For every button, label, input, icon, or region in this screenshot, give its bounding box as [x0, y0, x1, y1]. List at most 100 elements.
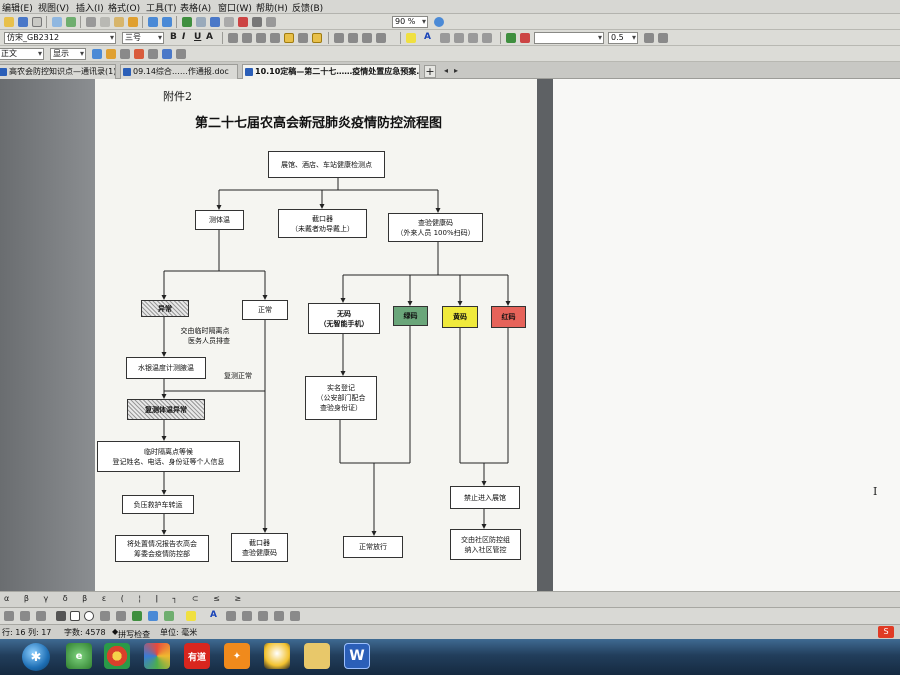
spell-check-status[interactable]: ◆ 拼写检查	[112, 627, 151, 639]
numbering-icon[interactable]	[312, 33, 322, 43]
youdao-icon[interactable]: 有道	[184, 643, 210, 669]
fill-color-icon[interactable]	[186, 611, 196, 621]
diagram-icon[interactable]	[132, 611, 142, 621]
superscript-icon[interactable]	[468, 33, 478, 43]
italic-button[interactable]: I	[182, 32, 186, 42]
ime-icon[interactable]: S	[878, 626, 894, 638]
style-f-icon[interactable]	[162, 49, 172, 59]
font-color-button[interactable]: A	[206, 32, 213, 42]
tab-scroll-right-icon[interactable]: ▸	[454, 66, 459, 75]
print-icon[interactable]	[32, 17, 42, 27]
border-color-icon[interactable]	[644, 33, 654, 43]
document-page-2[interactable]	[553, 79, 900, 591]
font-name-combo[interactable]: 仿宋_GB2312	[4, 32, 116, 44]
help-icon[interactable]	[434, 17, 444, 27]
select-objects-icon[interactable]	[20, 611, 30, 621]
align-left-icon[interactable]	[228, 33, 238, 43]
tab-doc-1[interactable]: 高农会防控知识点—通讯录(1).doc	[0, 64, 116, 79]
font-size-combo[interactable]: 三号	[122, 32, 164, 44]
tab-doc-2[interactable]: 09.14综合……作通报.doc	[120, 64, 238, 79]
table-icon[interactable]	[196, 17, 206, 27]
clipart-icon[interactable]	[148, 611, 158, 621]
distribute-icon[interactable]	[284, 33, 294, 43]
line-spacing-icon[interactable]	[298, 33, 308, 43]
word-icon[interactable]: W	[344, 643, 370, 669]
highlight-icon[interactable]	[406, 33, 416, 43]
autoshape-icon[interactable]	[36, 611, 46, 621]
line-style-combo[interactable]	[534, 32, 604, 44]
docmap-icon[interactable]	[252, 17, 262, 27]
menu-edit[interactable]: 编辑(E)	[2, 4, 33, 14]
menu-help[interactable]: 帮助(H)	[256, 4, 288, 14]
menu-tools[interactable]: 工具(T)	[146, 4, 177, 14]
indent-icon[interactable]	[362, 33, 372, 43]
style-g-icon[interactable]	[176, 49, 186, 59]
copy-icon[interactable]	[100, 17, 110, 27]
line-width-combo[interactable]: 0.5	[608, 32, 638, 44]
chrome-icon[interactable]	[104, 643, 130, 669]
menu-table[interactable]: 表格(A)	[180, 4, 212, 14]
outdent-icon[interactable]	[348, 33, 358, 43]
line-tool-icon[interactable]	[56, 611, 66, 621]
subscript-icon[interactable]	[482, 33, 492, 43]
cut-icon[interactable]	[86, 17, 96, 27]
undo-icon[interactable]	[148, 17, 158, 27]
qq-icon[interactable]	[264, 643, 290, 669]
align-right-icon[interactable]	[256, 33, 266, 43]
spell-icon[interactable]	[66, 17, 76, 27]
shading-icon[interactable]	[658, 33, 668, 43]
style-d-icon[interactable]	[134, 49, 144, 59]
picture-icon[interactable]	[164, 611, 174, 621]
draw-menu-icon[interactable]	[4, 611, 14, 621]
preview-icon[interactable]	[52, 17, 62, 27]
menu-feedback[interactable]: 反馈(B)	[292, 4, 324, 14]
excel-icon[interactable]	[210, 17, 220, 27]
columns-icon[interactable]	[224, 17, 234, 27]
bold-button[interactable]: B	[170, 32, 177, 42]
photos-icon[interactable]	[144, 643, 170, 669]
paste-icon[interactable]	[114, 17, 124, 27]
menu-window[interactable]: 窗口(W)	[218, 4, 252, 14]
justify-icon[interactable]	[270, 33, 280, 43]
office-icon[interactable]: ✦	[224, 643, 250, 669]
menu-view[interactable]: 视图(V)	[38, 4, 70, 14]
shape-icon[interactable]	[520, 33, 530, 43]
save-icon[interactable]	[18, 17, 28, 27]
start-button[interactable]: ✱	[22, 643, 50, 671]
dash-style-icon[interactable]	[242, 611, 252, 621]
menu-format[interactable]: 格式(O)	[108, 4, 141, 14]
font-color-icon[interactable]: A	[424, 32, 431, 42]
align-center-icon[interactable]	[242, 33, 252, 43]
new-tab-button[interactable]: +	[424, 65, 436, 78]
bullets-icon[interactable]	[334, 33, 344, 43]
zoom-combo[interactable]: 90 %	[392, 16, 428, 28]
textbox-icon[interactable]	[100, 611, 110, 621]
arrow-style-icon[interactable]	[258, 611, 268, 621]
draw-font-color-icon[interactable]: A	[210, 610, 217, 620]
line-style-icon[interactable]	[226, 611, 236, 621]
format-painter-icon[interactable]	[128, 17, 138, 27]
wordart-icon[interactable]	[116, 611, 126, 621]
chart-icon[interactable]	[506, 33, 516, 43]
show-marks-icon[interactable]	[266, 17, 276, 27]
open-icon[interactable]	[4, 17, 14, 27]
border-icon[interactable]	[376, 33, 386, 43]
redo-icon[interactable]	[162, 17, 172, 27]
style-combo[interactable]: 正文	[0, 48, 44, 60]
3d-icon[interactable]	[290, 611, 300, 621]
shrink-font-icon[interactable]	[454, 33, 464, 43]
grow-font-icon[interactable]	[440, 33, 450, 43]
ie-icon[interactable]: e	[66, 643, 92, 669]
style-e-icon[interactable]	[148, 49, 158, 59]
menu-insert[interactable]: 插入(I)	[76, 4, 104, 14]
tab-doc-3[interactable]: 10.10定稿—第二十七……疫情处置应急预案.doc	[242, 64, 420, 79]
style-c-icon[interactable]	[120, 49, 130, 59]
folder-icon[interactable]	[304, 643, 330, 669]
hyperlink-icon[interactable]	[182, 17, 192, 27]
display-combo[interactable]: 显示	[50, 48, 86, 60]
style-b-icon[interactable]	[106, 49, 116, 59]
drawing-icon[interactable]	[238, 17, 248, 27]
shadow-icon[interactable]	[274, 611, 284, 621]
underline-button[interactable]: U	[194, 32, 202, 42]
style-a-icon[interactable]	[92, 49, 102, 59]
